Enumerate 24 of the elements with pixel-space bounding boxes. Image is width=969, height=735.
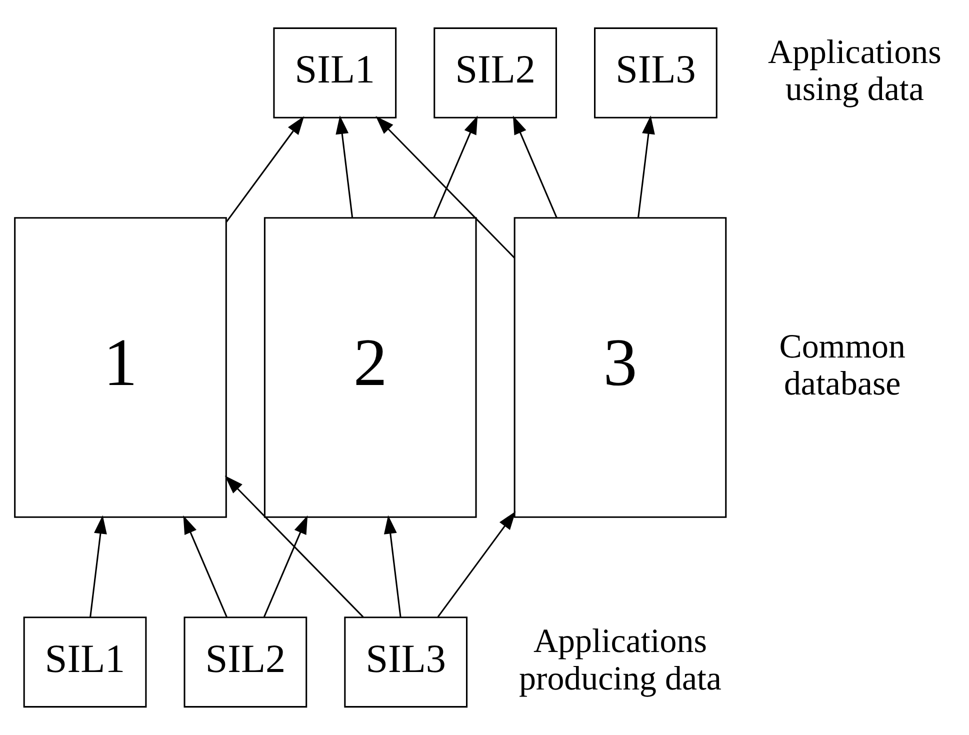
arrow [183,515,228,618]
node-box: SIL2 [434,27,557,118]
label: Applications producing data [518,623,722,698]
node-box: SIL1 [23,616,147,708]
arrow [384,515,402,617]
arrow [433,116,478,218]
node-box: 1 [14,217,227,518]
node-box: SIL3 [344,616,468,708]
node-box: SIL2 [184,616,308,708]
node-box: 3 [514,217,727,518]
arrow [336,115,354,218]
arrow [512,116,558,218]
label: Applications using data [768,34,942,108]
arrow [224,476,364,618]
node-box: 2 [264,217,477,518]
node-box: SIL1 [273,27,397,118]
node-box: SIL3 [594,27,718,118]
arrow [263,515,308,618]
arrow [437,511,516,618]
arrow [376,116,515,258]
arrow [90,515,107,617]
arrow [226,116,304,222]
arrow [638,115,655,218]
label: Common database [779,328,906,403]
